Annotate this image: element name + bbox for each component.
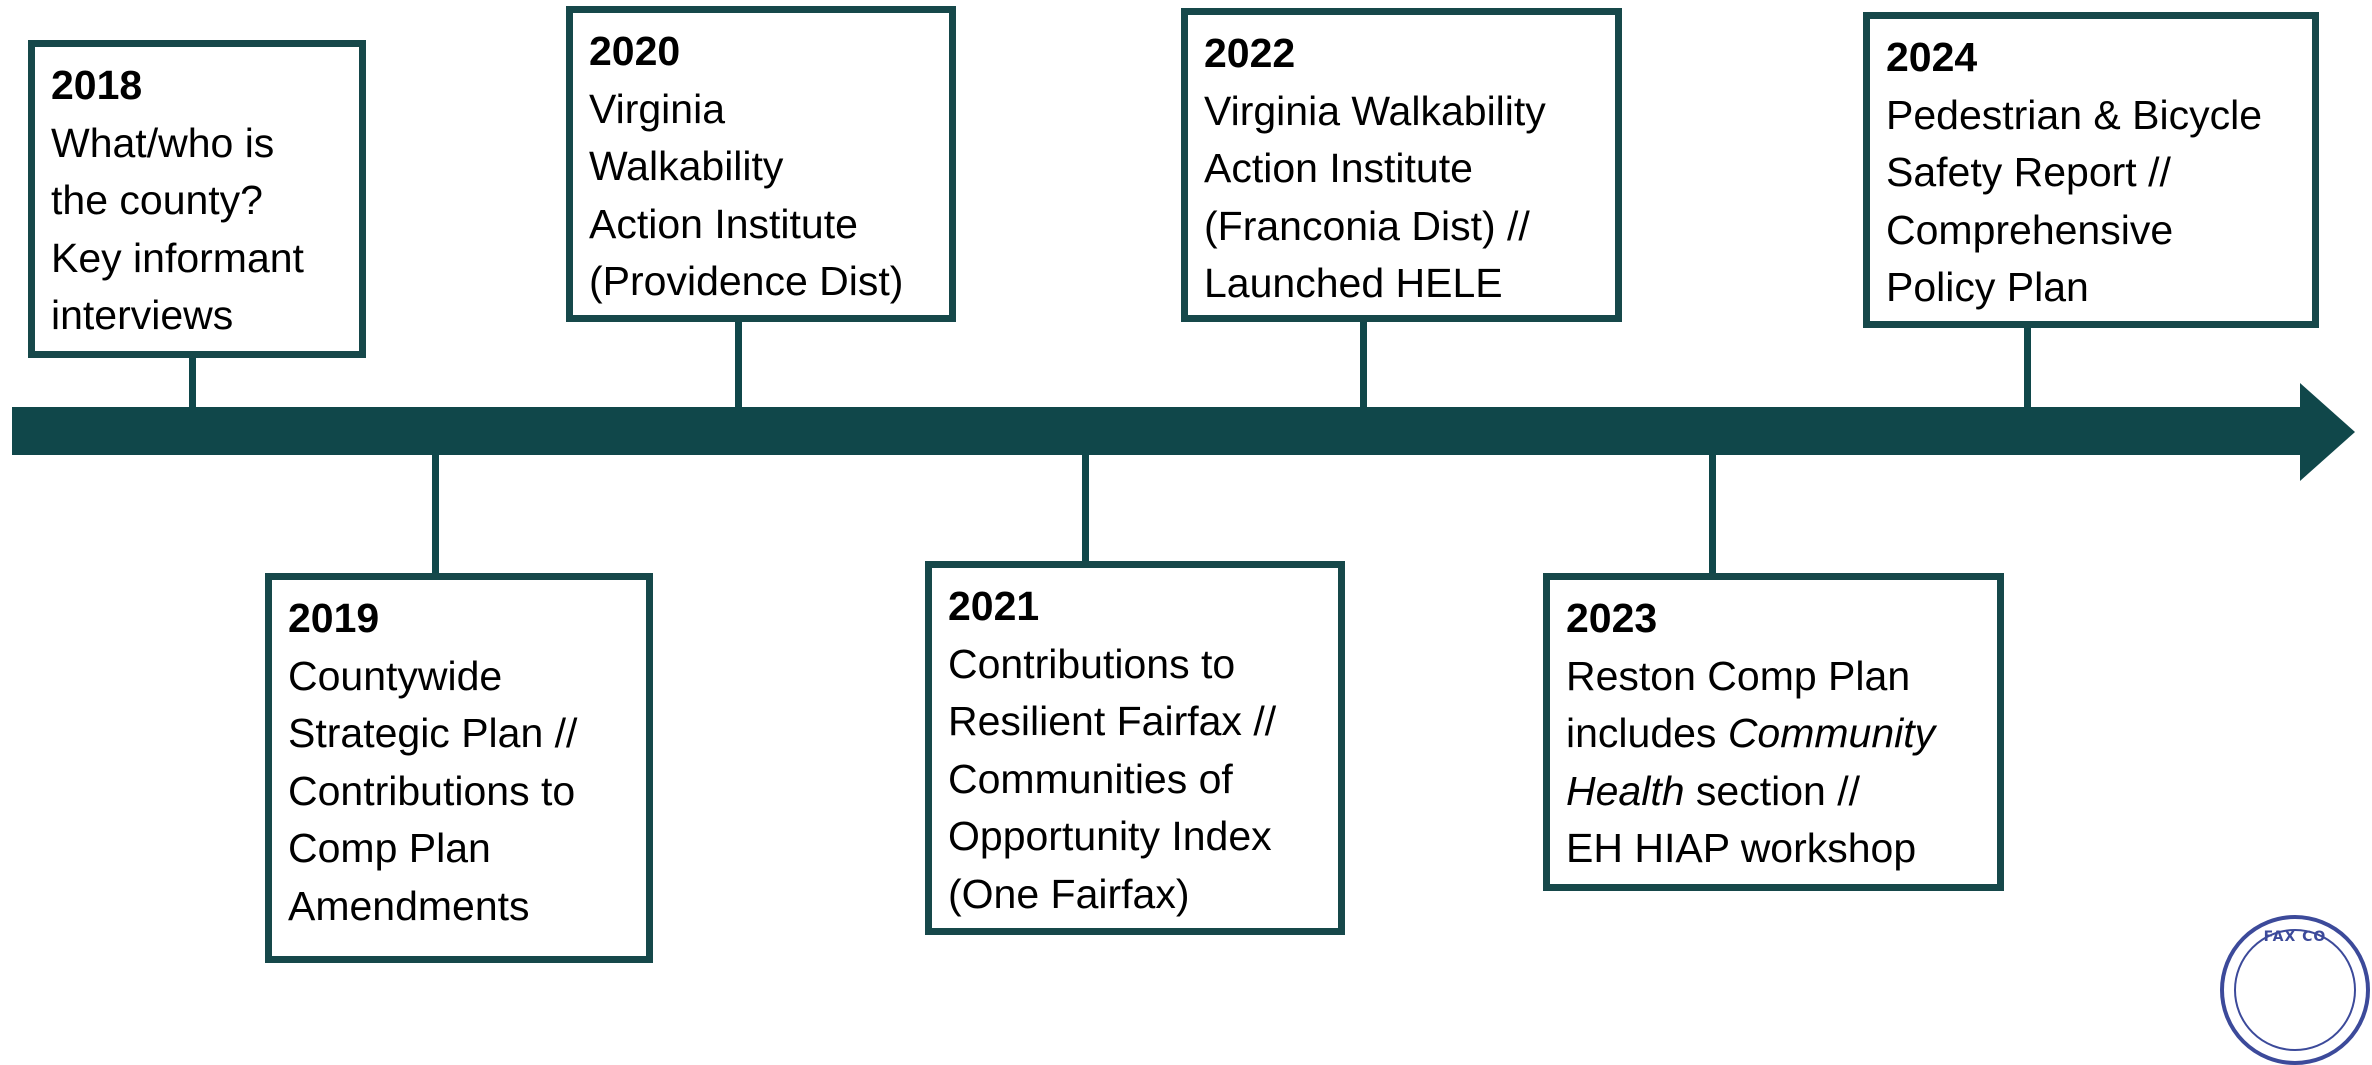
event-text: Launched HELE [1204,260,1503,306]
event-text: Contributions to [288,767,576,814]
event-text: Action Institute [1204,145,1473,191]
event-text: Virginia [589,85,725,132]
event-text: Amendments [288,882,530,929]
event-text: Walkability [589,143,784,189]
event-text: EH HIAP workshop [1566,825,1917,871]
event-box-2024: 2024 Pedestrian & Bicycle Safety Report … [1863,12,2319,328]
event-text: Communities of [948,755,1233,802]
event-text: includes [1566,710,1728,756]
seal-ring [2234,929,2356,1051]
event-text: Reston Comp Plan [1566,652,1911,699]
event-text-line: Health section // [1566,763,1981,821]
event-year: 2020 [589,28,681,74]
event-text: Key informant [51,234,304,281]
event-text-italic: Health [1566,767,1685,814]
event-box-2019: 2019 Countywide Strategic Plan // Contri… [265,573,653,963]
county-seal-logo: FAX CO [2220,915,2370,1065]
event-year: 2023 [1566,595,1658,641]
event-text: (One Fairfax) [948,870,1190,917]
event-box-2021: 2021 Contributions to Resilient Fairfax … [925,561,1345,935]
event-text: Countywide [288,652,503,699]
connector-2020 [735,321,742,408]
event-box-2020: 2020 Virginia Walkability Action Institu… [566,6,956,322]
event-text: Action Institute [589,200,858,247]
event-text: Comprehensive [1886,206,2174,253]
event-text-italic: Community [1727,710,1936,756]
event-year: 2019 [288,595,380,641]
event-year: 2024 [1886,34,1978,80]
event-box-2018: 2018 What/who is the county? Key informa… [28,40,366,358]
event-year: 2022 [1204,30,1296,76]
event-year: 2018 [51,62,143,108]
event-text: Strategic Plan // [288,710,578,756]
event-text: the county? [51,177,263,223]
event-text: Opportunity Index [948,813,1272,859]
event-text: Pedestrian & Bicycle [1886,91,2263,138]
event-text-line: includes Community [1566,705,1981,763]
connector-2018 [189,356,196,408]
connector-2022 [1360,321,1367,408]
timeline-arrowhead [2300,383,2355,481]
event-text: (Providence Dist) [589,258,904,304]
event-text: Policy Plan [1886,264,2089,310]
timeline-axis [12,407,2312,455]
event-box-2023: 2023 Reston Comp Plan includes Community… [1543,573,2004,891]
connector-2023 [1709,455,1716,575]
event-text: (Franconia Dist) // [1204,202,1530,249]
connector-2024 [2024,326,2031,408]
event-box-2022: 2022 Virginia Walkability Action Institu… [1181,8,1622,322]
connector-2021 [1082,455,1089,565]
event-text: What/who is [51,119,275,166]
event-text: interviews [51,292,234,338]
event-year: 2021 [948,583,1040,629]
event-text: Safety Report // [1886,149,2171,195]
event-text: Virginia Walkability [1204,87,1546,134]
event-text: Comp Plan [288,825,491,871]
connector-2019 [432,455,439,575]
event-text: section // [1684,767,1860,814]
event-text: Contributions to [948,640,1236,687]
event-text: Resilient Fairfax // [948,698,1277,744]
seal-text: FAX CO [2263,929,2327,945]
